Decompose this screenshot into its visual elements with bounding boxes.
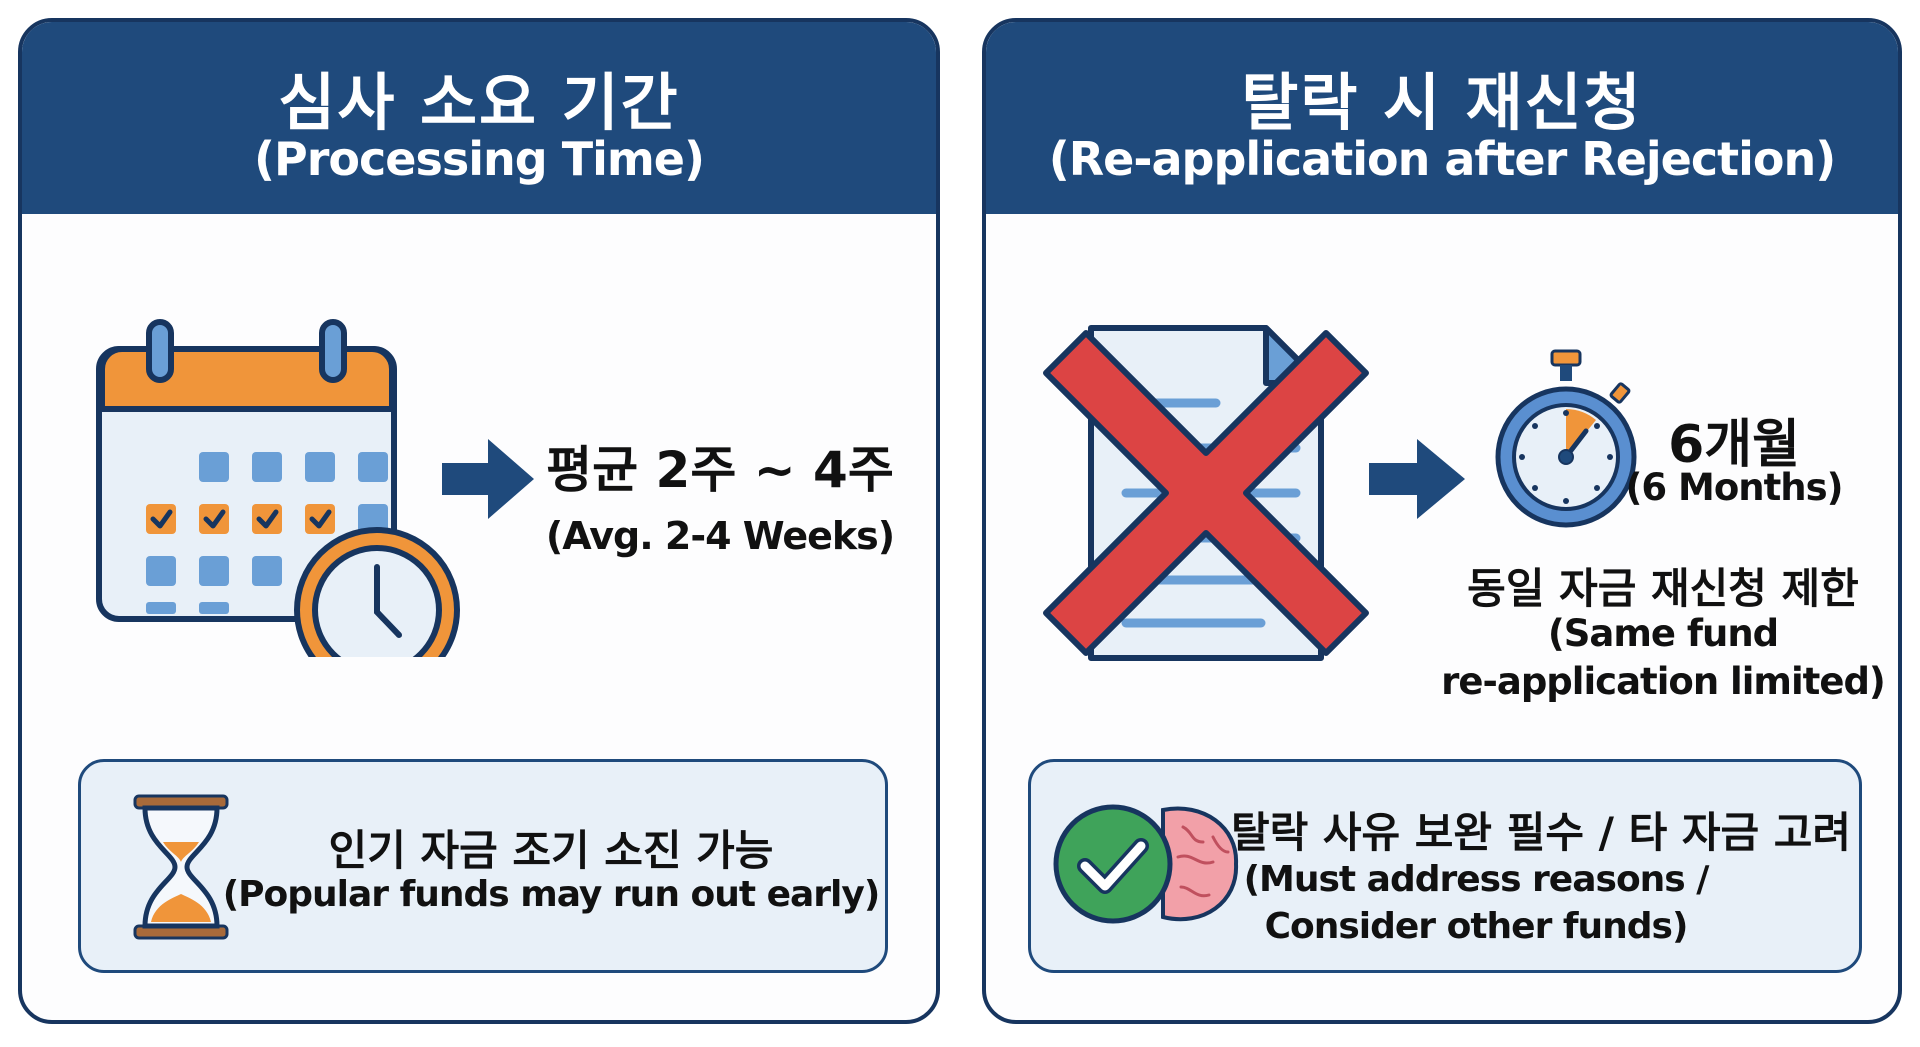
note-en-line1: (Must address reasons / bbox=[1243, 859, 1710, 900]
calendar-clock-icon bbox=[96, 319, 460, 657]
panel-title-ko: 심사 소요 기간 bbox=[278, 66, 680, 139]
reapplication-panel: 탈락 시 재신청 (Re-application after Rejection… bbox=[982, 18, 1902, 1024]
note-box: 인기 자금 조기 소진 가능 (Popular funds may run ou… bbox=[78, 759, 888, 973]
panel-title-ko: 탈락 시 재신청 bbox=[1241, 66, 1643, 139]
arrow-right-icon bbox=[442, 439, 534, 519]
average-duration-ko: 평균 2주 ~ 4주 bbox=[546, 441, 894, 499]
period-ko: 6개월 bbox=[1668, 415, 1800, 475]
limit-ko: 동일 자금 재신청 제한 bbox=[1467, 564, 1859, 613]
note-ko: 탈락 사유 보완 필수 / 타 자금 고려 bbox=[1230, 808, 1852, 857]
average-duration-en: (Avg. 2-4 Weeks) bbox=[545, 514, 895, 558]
stopwatch-icon bbox=[1495, 349, 1637, 528]
panel-header: 탈락 시 재신청 (Re-application after Rejection… bbox=[986, 22, 1898, 214]
check-brain-icon bbox=[1053, 804, 1239, 924]
panel-title-en: (Re-application after Rejection) bbox=[1048, 132, 1837, 186]
panel-title-en: (Processing Time) bbox=[253, 132, 705, 186]
note-box: 탈락 사유 보완 필수 / 타 자금 고려 (Must address reas… bbox=[1028, 759, 1862, 973]
rejected-document-icon bbox=[1043, 325, 1369, 661]
period-en: (6 Months) bbox=[1625, 466, 1843, 509]
note-en: (Popular funds may run out early) bbox=[222, 874, 881, 915]
limit-en-line2: re-application limited) bbox=[1441, 660, 1886, 703]
note-ko: 인기 자금 조기 소진 가능 bbox=[328, 826, 774, 875]
arrow-right-icon bbox=[1369, 439, 1465, 519]
limit-en-line1: (Same fund bbox=[1547, 612, 1779, 655]
note-en-line2: Consider other funds) bbox=[1264, 906, 1689, 947]
hourglass-icon bbox=[133, 794, 229, 940]
panel-header: 심사 소요 기간 (Processing Time) bbox=[22, 22, 936, 214]
processing-time-panel: 심사 소요 기간 (Processing Time) 평균 2주 ~ 4주 (A… bbox=[18, 18, 940, 1024]
